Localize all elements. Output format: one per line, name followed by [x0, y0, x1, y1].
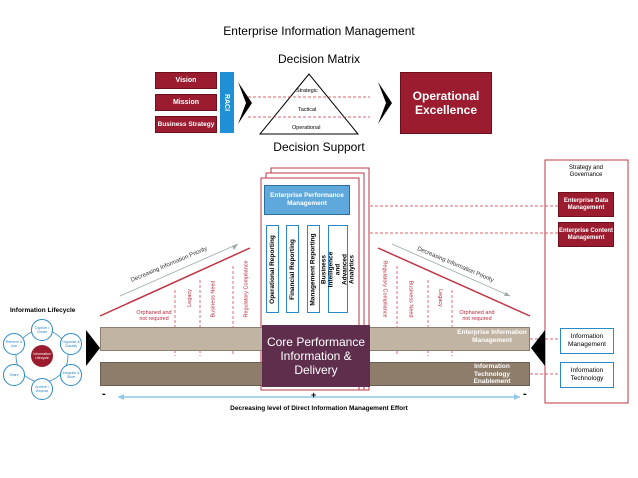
arrow-right-icon [378, 82, 392, 124]
decision-support-label: Decision Support [273, 140, 365, 154]
column-business-intelligence: Business Intelligence and Advanced Analy… [321, 225, 356, 313]
pyramid [258, 73, 360, 135]
enterprise-content-management-box: Enterprise Content Management [558, 222, 614, 247]
lifecycle-node-integrate: Integrate & Store [60, 364, 82, 386]
operational-excellence-box: Operational Excellence [400, 72, 492, 134]
effort-label: Decreasing level of Direct Information M… [230, 405, 408, 412]
plus-center: + [311, 390, 317, 400]
page-title: Enterprise Information Management [223, 24, 415, 38]
lifecycle-node-organise: Organise & Classify [60, 333, 82, 355]
lifecycle-node-retrieve: Retrieve & Use [3, 333, 25, 355]
column-management-reporting: Management Reporting [307, 225, 320, 313]
core-performance-box: Core Performance Information & Delivery [262, 325, 370, 387]
decision-matrix-label: Decision Matrix [277, 52, 361, 66]
business-strategy-box: Business Strategy [155, 116, 217, 133]
mission-box: Mission [155, 94, 217, 111]
pyramid-tactical: Tactical [298, 107, 317, 113]
pyramid-operational: Operational [292, 125, 321, 131]
lifecycle-node-archive: Archive / Dispose [31, 378, 53, 400]
lifecycle-center: Information Lifecycle [33, 352, 51, 360]
column-operational-reporting: Operational Reporting [266, 225, 279, 313]
strategy-governance-heading: Strategy and Governance [568, 165, 604, 178]
label-legacy-right: Legacy [437, 289, 443, 307]
lifecycle-node-share: Share [3, 364, 25, 386]
pyramid-strategic: Strategic [296, 88, 318, 94]
lifecycle-node-capture: Capture / Create [31, 319, 53, 341]
epm-box: Enterprise Performance Management [264, 185, 350, 215]
vision-box: Vision [155, 72, 217, 89]
enterprise-data-management-box: Enterprise Data Management [558, 192, 614, 217]
label-orphaned-right: Orphaned and not required [459, 310, 495, 322]
raci-box: RACI [220, 72, 234, 133]
lifecycle-title: Information Lifecycle [10, 307, 76, 314]
minus-right: - [523, 388, 527, 400]
label-orphaned-left: Orphaned and not required [136, 310, 172, 322]
column-financial-reporting: Financial Reporting [286, 225, 299, 313]
arrow-right-icon [238, 82, 252, 124]
label-regulatory-left: Regulatory Compliance [243, 260, 250, 318]
minus-left: - [102, 388, 106, 400]
information-technology-box: Information Technology [560, 362, 614, 388]
band-ite-label: Information Technology Enablement [473, 363, 511, 385]
band-eim-label: Enterprise Information Management [457, 329, 527, 344]
information-management-box: Information Management [560, 328, 614, 354]
